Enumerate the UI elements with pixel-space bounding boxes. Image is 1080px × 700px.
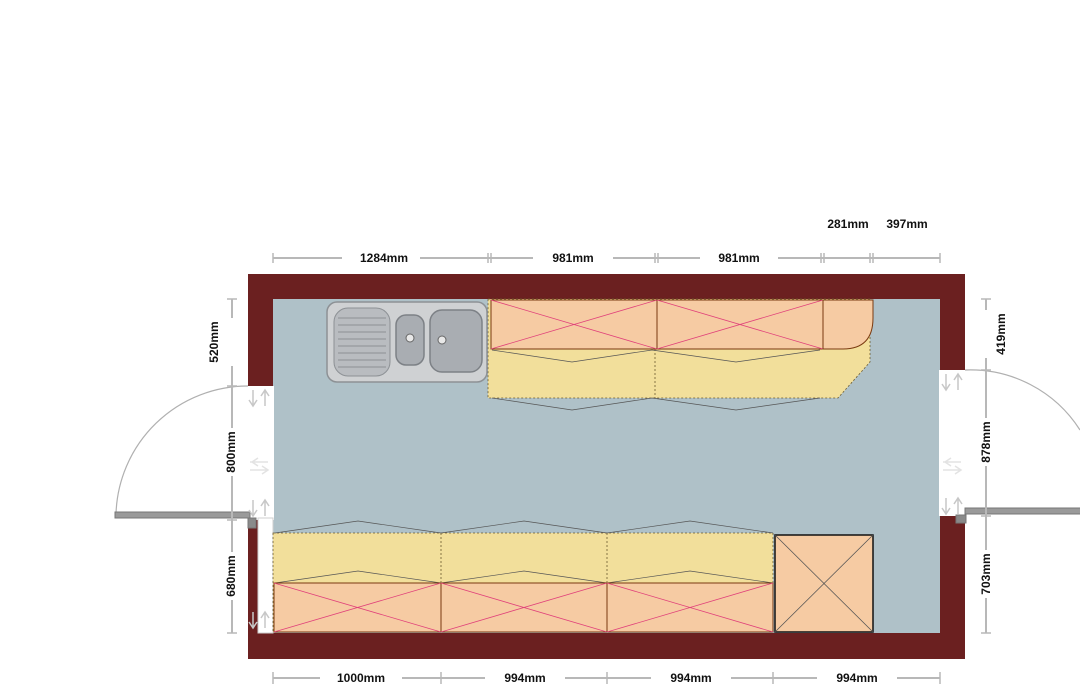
door-arrow-icon — [248, 388, 270, 408]
dimension-label: 397mm — [886, 217, 927, 231]
sink-icon — [326, 301, 488, 383]
dimension-label: 994mm — [504, 671, 545, 685]
door-arrow-icon — [943, 457, 963, 475]
door-frame — [955, 514, 967, 524]
dimension-label: 994mm — [670, 671, 711, 685]
worktop-front-mark — [274, 570, 774, 584]
right-door-opening — [939, 370, 967, 516]
dimension-label: 680mm — [224, 555, 238, 596]
door-frame — [247, 517, 257, 529]
right-dimension-line: 419mm 878mm 703mm — [976, 298, 1008, 634]
dimension-label: 419mm — [994, 313, 1008, 354]
unit-cross — [606, 582, 774, 633]
dimension-label: 281mm — [827, 217, 868, 231]
dimension-label: 1284mm — [360, 251, 408, 265]
door-arrow-icon — [941, 372, 963, 392]
sink-drain — [405, 333, 415, 343]
unit-cross — [656, 299, 824, 350]
door-arrow-icon — [248, 610, 270, 630]
dimension-label: 520mm — [207, 321, 221, 362]
sink-main-bowl — [429, 309, 483, 373]
sink-drain — [437, 335, 447, 345]
unit-cross — [774, 534, 874, 633]
worktop-front-mark — [274, 520, 774, 534]
unit-cross — [273, 582, 442, 633]
corner-base-unit — [822, 299, 874, 350]
door-swing-arc — [115, 385, 249, 515]
worktop-front-mark — [491, 349, 821, 363]
dimension-label: 981mm — [552, 251, 593, 265]
dimension-label: 994mm — [836, 671, 877, 685]
door-arrow-icon — [941, 496, 963, 516]
bottom-dimension-line: 1000mm 994mm 994mm 994mm — [272, 669, 941, 687]
bottom-cabinet-run — [272, 520, 874, 633]
dimension-label: 1000mm — [337, 671, 385, 685]
left-dimension-line: 520mm 800mm 680mm — [207, 298, 242, 634]
door-icon — [964, 507, 1080, 515]
dimension-label: 981mm — [718, 251, 759, 265]
unit-cross — [440, 582, 608, 633]
dimension-label: 878mm — [979, 421, 993, 462]
door-icon — [114, 511, 251, 519]
left-door-opening — [246, 386, 274, 520]
door-arrow-icon — [248, 498, 270, 518]
top-dimension-line: 1284mm 981mm 981mm 281mm 397mm — [272, 217, 941, 266]
unit-cross — [490, 299, 658, 350]
door-arrow-icon — [250, 457, 270, 475]
dimension-label: 703mm — [979, 553, 993, 594]
worktop-front-mark — [491, 397, 821, 411]
dimension-label: 800mm — [224, 431, 238, 472]
top-cabinet-run — [487, 298, 874, 411]
